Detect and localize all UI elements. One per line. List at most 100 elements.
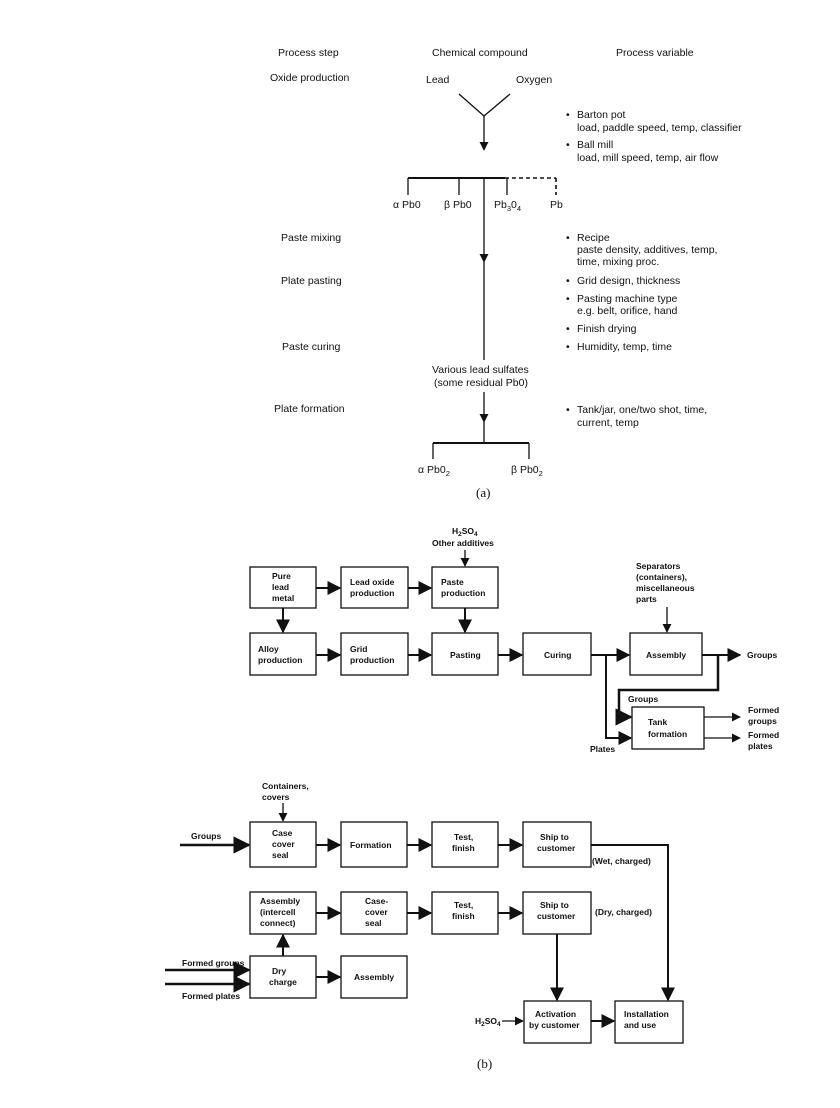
text-installation-2: and use — [624, 1020, 656, 1030]
text-separators-4: parts — [636, 594, 657, 604]
groups-loop-line — [615, 655, 720, 726]
box-assembly-intercell — [249, 891, 317, 935]
text-ship-2a: Ship to — [540, 900, 569, 910]
text-alloy-2: production — [258, 655, 302, 665]
label-beta-pbo2: β Pb02 — [511, 464, 543, 478]
label-pb: Pb — [550, 199, 563, 211]
label-other-additives: Other additives — [432, 538, 494, 548]
box-lead-oxide-production — [340, 566, 409, 609]
text-paste-production-1: Paste — [441, 577, 464, 587]
text-lead-oxide-1: Lead oxide — [350, 577, 395, 587]
text-separators-3: miscellaneous — [636, 583, 695, 593]
header-chemical-compound: Chemical compound — [432, 47, 528, 59]
text-formed-groups-1: Formed — [748, 705, 779, 715]
text-containers-2: covers — [262, 792, 290, 802]
text-ccs2-3: seal — [365, 918, 382, 928]
text-ccs-2: cover — [272, 839, 295, 849]
box-paste-production — [431, 566, 499, 609]
compound-oxygen: Oxygen — [516, 74, 552, 86]
text-installation-1: Installation — [624, 1009, 669, 1019]
var-tank-detail: current, temp — [577, 417, 639, 429]
compound-lead: Lead — [426, 74, 450, 86]
label-pb3o4: Pb304 — [494, 199, 521, 213]
var-finish-drying: Finish drying — [577, 323, 637, 335]
text-ship-1b: customer — [537, 843, 576, 853]
text-groups-loop: Groups — [628, 694, 658, 704]
text-pure-lead-1: Pure — [272, 571, 291, 581]
text-pasting: Pasting — [450, 650, 481, 660]
label-alpha-pbo: α Pb0 — [393, 199, 421, 211]
var-recipe: Recipe — [577, 232, 610, 244]
wet-charged-line — [591, 844, 675, 1002]
var-pasting-machine: Pasting machine type — [577, 293, 678, 305]
box-alloy-production — [249, 632, 317, 676]
text-activation-1: Activation — [535, 1009, 576, 1019]
text-wet-charged: (Wet, charged) — [592, 856, 651, 866]
var-barton-pot: Barton pot — [577, 109, 626, 121]
text-formed-groups-in: Formed groups — [182, 958, 245, 968]
bullet: • — [566, 293, 570, 305]
text-formed-groups-2: groups — [748, 716, 777, 726]
text-aic-2: (intercell — [260, 907, 295, 917]
text-formed-plates-1: Formed — [748, 730, 779, 740]
step-plate-formation: Plate formation — [274, 403, 345, 415]
text-dry-charge-2: charge — [269, 977, 297, 987]
text-tank-1: Tank — [648, 717, 667, 727]
text-dry-charged: (Dry, charged) — [595, 907, 652, 917]
text-grid-1: Grid — [350, 644, 367, 654]
text-aic-3: connect) — [260, 918, 296, 928]
label-residual-pbo: (some residual Pb0) — [434, 377, 528, 389]
text-ccs-1: Case — [272, 828, 293, 838]
text-assembly-2: Assembly — [354, 972, 394, 982]
bullet: • — [566, 275, 570, 287]
header-process-variable: Process variable — [616, 47, 694, 59]
text-aic-1: Assembly — [260, 896, 300, 906]
step-paste-curing: Paste curing — [282, 341, 341, 353]
box-ship-customer-1 — [522, 821, 592, 868]
text-separators-2: (containers), — [636, 572, 687, 582]
var-recipe-detail-1: paste density, additives, temp, — [577, 244, 717, 256]
bullet: • — [566, 404, 570, 416]
text-containers-1: Containers, — [262, 781, 309, 791]
box-tank-formation — [631, 706, 705, 750]
var-ball-mill: Ball mill — [577, 139, 613, 151]
text-alloy-1: Alloy — [258, 644, 279, 654]
text-dry-charge-1: Dry — [272, 966, 286, 976]
var-pasting-detail: e.g. belt, orifice, hand — [577, 305, 678, 317]
label-h2so4-top: H2SO4 — [452, 526, 478, 538]
label-beta-pbo: β Pb0 — [444, 199, 472, 211]
text-formed-plates-in: Formed plates — [182, 991, 240, 1001]
box-activation — [523, 1000, 592, 1044]
plates-line — [605, 655, 633, 745]
text-test-finish-1b: finish — [452, 843, 475, 853]
var-humidity: Humidity, temp, time — [577, 341, 672, 353]
bullet: • — [566, 232, 570, 244]
var-tank-jar: Tank/jar, one/two shot, time, — [577, 404, 707, 416]
text-test-finish-2a: Test, — [454, 900, 473, 910]
text-groups-in: Groups — [191, 831, 221, 841]
box-grid-production — [340, 632, 409, 676]
text-assembly: Assembly — [646, 650, 686, 660]
box-assembly — [629, 632, 703, 676]
bullet: • — [566, 341, 570, 353]
label-various-lead-sulfates: Various lead sulfates — [432, 364, 529, 376]
lead-oxygen-merge-line — [458, 93, 511, 117]
text-ccs-3: seal — [272, 850, 289, 860]
text-ccs2-1: Case- — [365, 896, 388, 906]
text-formed-plates-2: plates — [748, 741, 773, 751]
text-activation-2: by customer — [529, 1020, 580, 1030]
text-grid-2: production — [350, 655, 394, 665]
text-groups-out: Groups — [747, 650, 777, 660]
box-curing — [522, 632, 592, 676]
label-h2so4-bottom: H2SO4 — [475, 1016, 501, 1028]
header-process-step: Process step — [278, 47, 339, 59]
box-ship-customer-2 — [522, 891, 592, 935]
var-ball-mill-detail: load, mill speed, temp, air flow — [577, 152, 719, 164]
caption-b: (b) — [477, 1056, 492, 1071]
label-alpha-pbo2: α Pb02 — [418, 464, 450, 478]
text-test-finish-1a: Test, — [454, 832, 473, 842]
text-paste-production-2: production — [441, 588, 485, 598]
step-plate-pasting: Plate pasting — [281, 275, 342, 287]
text-plates: Plates — [590, 744, 615, 754]
